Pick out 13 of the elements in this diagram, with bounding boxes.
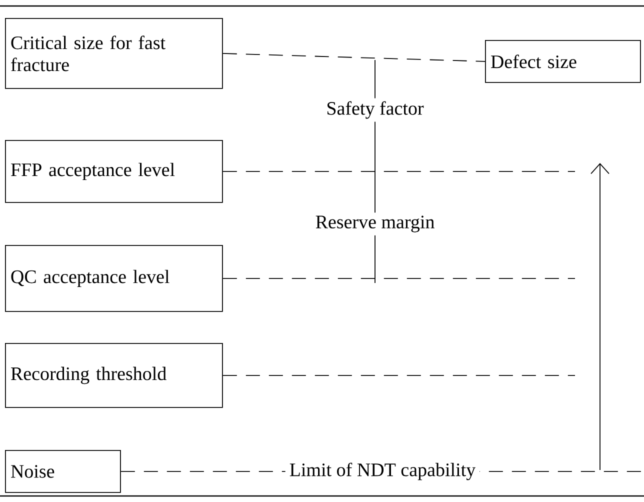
label-box: Defect size bbox=[485, 40, 641, 83]
dashed-line bbox=[222, 53, 486, 62]
label-box: Recording threshold bbox=[5, 343, 223, 408]
label-box: Noise bbox=[5, 450, 121, 493]
edge-label: Limit of NDT capability bbox=[285, 458, 480, 484]
dashed-line bbox=[222, 278, 576, 279]
dashed-line bbox=[222, 375, 576, 376]
label-box: QC acceptance level bbox=[5, 245, 223, 312]
dimension-label: Safety factor bbox=[323, 98, 427, 122]
label-box: FFP acceptance level bbox=[5, 140, 223, 203]
dimension-label: Reserve margin bbox=[312, 212, 438, 236]
dashed-line bbox=[222, 171, 576, 172]
label-box: Critical size for fast fracture bbox=[5, 18, 223, 89]
